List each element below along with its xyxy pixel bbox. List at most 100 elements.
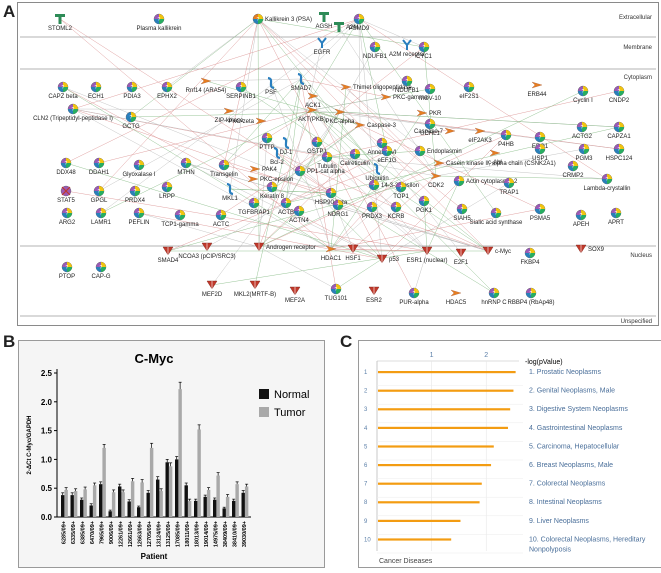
node-ndrg1[interactable]: ?NDRG1	[327, 199, 349, 218]
node-pdia3[interactable]: ?PDIA3	[123, 81, 141, 100]
node-prdx3[interactable]: ?PRDX3	[362, 201, 383, 220]
node-agsh[interactable]: AGSH	[315, 12, 333, 30]
node-actg2[interactable]: ?ACTG2	[572, 121, 593, 140]
node-egfr[interactable]: EGFR	[314, 37, 331, 56]
node-crmp2[interactable]: ?CRMP2	[562, 160, 584, 179]
node-hsp90-beta[interactable]: ?HSP90 beta	[315, 187, 348, 206]
node-a2m-receptor[interactable]: A2M receptor	[389, 39, 425, 58]
node-p4hb[interactable]: ?P4HB	[498, 129, 514, 148]
node-pak4[interactable]: PAK4	[249, 165, 278, 173]
node-hdac1[interactable]: HDAC1	[321, 245, 342, 262]
node-sialic-acid-synthase[interactable]: ?Sialic acid synthase	[470, 207, 523, 226]
node-kcrb[interactable]: ?KCRB	[388, 201, 405, 220]
node-actn4[interactable]: ?ACTN4	[289, 205, 309, 224]
node-ddah1[interactable]: ?DDAH1	[89, 157, 110, 176]
node-ephx2[interactable]: ?EPHX2	[157, 81, 177, 100]
node-fkbp4[interactable]: ?FKBP4	[520, 247, 540, 266]
node-capz-beta[interactable]: ?CAPZ beta	[48, 81, 78, 100]
node-dj-1[interactable]: DJ-1	[280, 136, 293, 156]
node-annexin-vi[interactable]: ?Annexin VI	[367, 137, 397, 156]
node-cyclin-i[interactable]: ?Cyclin I	[573, 85, 593, 104]
node-uchl1[interactable]: ?UCHL1	[420, 118, 440, 137]
node-bcl-2[interactable]: Bcl-2	[270, 146, 284, 166]
node-actin-cytoplasmic-2[interactable]: ?Actin cytoplasmic 2	[453, 175, 518, 187]
node-kallikrein-3-psa[interactable]: ?Kallikrein 3 (PSA)	[252, 13, 312, 25]
node-p53[interactable]: p53	[376, 254, 400, 264]
node-sox9[interactable]: SOX9	[575, 244, 605, 254]
node-mkl2-mrtf-b[interactable]: MKL2(MRTF-B)	[234, 280, 276, 298]
node-apeh[interactable]: ?APEH	[573, 209, 589, 228]
node-pttp[interactable]: ?PTTP	[259, 132, 275, 151]
node-usp1[interactable]: ?USP1	[532, 143, 548, 162]
node-ech1[interactable]: ?ECH1	[88, 81, 105, 100]
node-ndufb1[interactable]: ?NDUFB1	[363, 41, 388, 60]
node-plasma-kallikrein[interactable]: ?Plasma kallikrein	[136, 13, 182, 32]
node-ack1[interactable]: ACK1	[305, 92, 321, 109]
node-pkc-alpha[interactable]: PKC-alpha	[325, 108, 355, 125]
node-cln2-tripeptidyl-peptidase-i[interactable]: ?CLN2 (Tripeptidyl-peptidase I)	[33, 103, 113, 122]
node-arg2[interactable]: ?ARG2	[59, 207, 76, 226]
node-akt-pkb[interactable]: AKT(PKB)	[298, 106, 326, 123]
node-lamr1[interactable]: ?LAMR1	[91, 207, 112, 226]
node-cyc1[interactable]: ?CYC1	[416, 41, 433, 60]
node-pp1-cat-alpha[interactable]: ?PP1-cat alpha	[294, 165, 345, 177]
node-psmd9[interactable]: ?PSMD9	[349, 13, 370, 32]
node-cap-g[interactable]: ?CAP-G	[91, 261, 111, 280]
node-rbbp4-rbap48[interactable]: ?RBBP4 (RbAp48)	[507, 287, 555, 306]
node-mef2a[interactable]: MEF2A	[285, 286, 305, 304]
node-stat5[interactable]: STAT5	[57, 185, 76, 204]
node-ubiquitin[interactable]: Ubiquitin	[365, 162, 389, 182]
node-14-3-3-epsilon[interactable]: ?14-3-3 epsilon	[368, 179, 419, 191]
node-tcp1-gamma[interactable]: ?TCP1-gamma	[161, 209, 199, 228]
node-ncoa3-pcip-src3[interactable]: NCOA3 (pCIP/SRC3)	[178, 242, 236, 260]
node-hnrnp-c[interactable]: ?hnRNP C	[481, 287, 507, 306]
node-c-myc[interactable]: c-Myc	[482, 246, 511, 256]
node-smad7[interactable]: SMAD7	[291, 72, 312, 92]
node-stoml2[interactable]: STOML2	[48, 14, 73, 32]
node-eef1g[interactable]: ?eEF1G	[377, 145, 397, 164]
node-cndp2[interactable]: ?CNDP2	[609, 85, 630, 104]
node-mkl1[interactable]: MKL1	[222, 182, 238, 202]
node-eif2ak3[interactable]: eIF2AK3	[468, 127, 492, 144]
node-gpgl[interactable]: ?GPGL	[91, 185, 108, 204]
node-tgfbrap1[interactable]: ?TGFBRAP1	[238, 197, 270, 216]
node-glyoxalase-i[interactable]: ?Glyoxalase I	[122, 159, 156, 178]
node-trap1[interactable]: ?TRAP1	[499, 177, 519, 196]
node-androgen-receptor[interactable]: Androgen receptor	[253, 242, 316, 252]
node-smad4[interactable]: SMAD4	[158, 246, 179, 264]
node-erb44[interactable]: ERB44	[527, 81, 547, 98]
node-pkc-gamma[interactable]: PKC-gamma	[380, 93, 428, 101]
node-mef2d[interactable]: MEF2D	[202, 280, 223, 298]
node-actc[interactable]: ?ACTC	[213, 209, 230, 228]
node-lambda-crystallin[interactable]: ?Lambda-crystallin	[583, 173, 631, 192]
node-e2f1[interactable]: E2F1	[454, 248, 469, 266]
node-keratin-8[interactable]: ?Keratin 8	[260, 181, 285, 200]
node-ptop[interactable]: ?PTOP	[59, 261, 75, 280]
node-rnf14-ara54[interactable]: Rnf14 (ARA54)	[186, 77, 227, 94]
node-lrpp[interactable]: ?LRPP	[159, 181, 175, 200]
node-pgk1[interactable]: ?PGK1	[416, 195, 433, 214]
node-hspc124[interactable]: ?HSPC124	[606, 143, 633, 162]
node-pur-alpha[interactable]: ?PUR-alpha	[399, 287, 429, 306]
node-hdac5[interactable]: HDAC5	[446, 289, 467, 306]
node-mov-10[interactable]: ?MOV-10	[419, 83, 442, 102]
node-calreticulin[interactable]: ?Calreticulin	[340, 148, 370, 167]
node-gstp1[interactable]: ?GSTP1	[307, 136, 327, 155]
node-esr2[interactable]: ESR2	[366, 286, 382, 304]
node-eif2s1[interactable]: ?eIF2S1	[459, 81, 479, 100]
node-serpinb1[interactable]: ?SERPINB1	[226, 81, 256, 100]
node-ddx48[interactable]: ?DDX48	[56, 157, 76, 176]
node-pkr[interactable]: PKR	[416, 109, 442, 117]
node-psma5[interactable]: ?PSMA5	[530, 203, 551, 222]
node-prdx4[interactable]: ?PRDX4	[125, 185, 146, 204]
node-psf[interactable]: PSF	[265, 76, 277, 96]
node-zip-kinase[interactable]: ZIP-kinase	[215, 107, 244, 124]
node-top1[interactable]: ?TOP1	[393, 181, 409, 200]
node-caspase-7[interactable]: Caspase-7	[414, 127, 456, 135]
node-esr1-nuclear[interactable]: ESR1 (nuclear)	[406, 246, 448, 264]
node-endoplasmin[interactable]: ?Endoplasmin	[414, 145, 462, 157]
node-aprt[interactable]: ?APRT	[608, 207, 624, 226]
node-pkc-epsilon[interactable]: PKC-epsilon	[247, 175, 293, 183]
node-thimet-oligopeptidase[interactable]: Thimet oligopeptidase	[340, 83, 412, 91]
node-tug101[interactable]: ?TUG101	[325, 283, 348, 302]
